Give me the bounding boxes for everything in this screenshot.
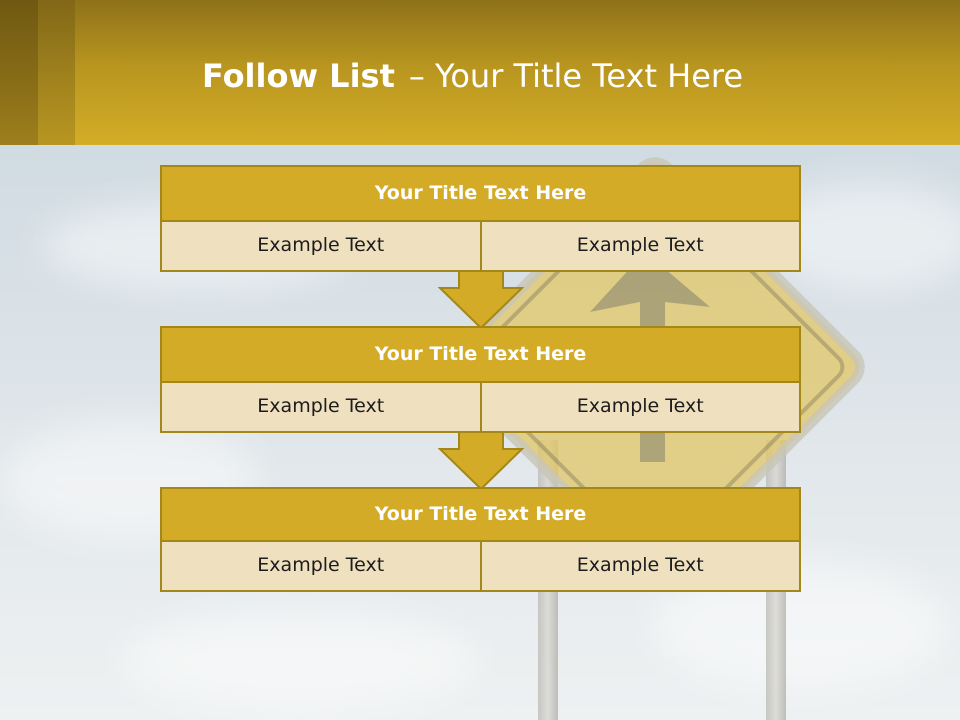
flow-block-1: Your Title Text Here Example Text Exampl… (160, 165, 801, 272)
down-arrow-icon (438, 431, 524, 491)
flow-block-title: Your Title Text Here (160, 326, 801, 383)
cloud (120, 610, 480, 710)
flow-block-title: Your Title Text Here (160, 165, 801, 222)
flow-block-2: Your Title Text Here Example Text Exampl… (160, 326, 801, 433)
slide-title-bold: Follow List (202, 57, 395, 95)
flow-block-title: Your Title Text Here (160, 487, 801, 542)
flow-block-cell-left: Example Text (162, 383, 480, 431)
flow-block-row: Example Text Example Text (160, 222, 801, 272)
flow-block-cell-left: Example Text (162, 542, 480, 590)
header-bar: Follow List – Your Title Text Here (0, 0, 960, 145)
flow-block-3: Your Title Text Here Example Text Exampl… (160, 487, 801, 592)
down-arrow-icon (438, 270, 524, 330)
slide-title: Follow List – Your Title Text Here (202, 56, 743, 96)
flow-block-cell-left: Example Text (162, 222, 480, 270)
flow-block-row: Example Text Example Text (160, 383, 801, 433)
flow-block-row: Example Text Example Text (160, 542, 801, 592)
flow-block-cell-right: Example Text (479, 222, 799, 270)
flow-block-cell-right: Example Text (479, 383, 799, 431)
slide-title-rest: – Your Title Text Here (408, 57, 744, 95)
flow-block-cell-right: Example Text (479, 542, 799, 590)
header-accent-strip (0, 0, 38, 145)
header-accent-strip (38, 0, 75, 145)
